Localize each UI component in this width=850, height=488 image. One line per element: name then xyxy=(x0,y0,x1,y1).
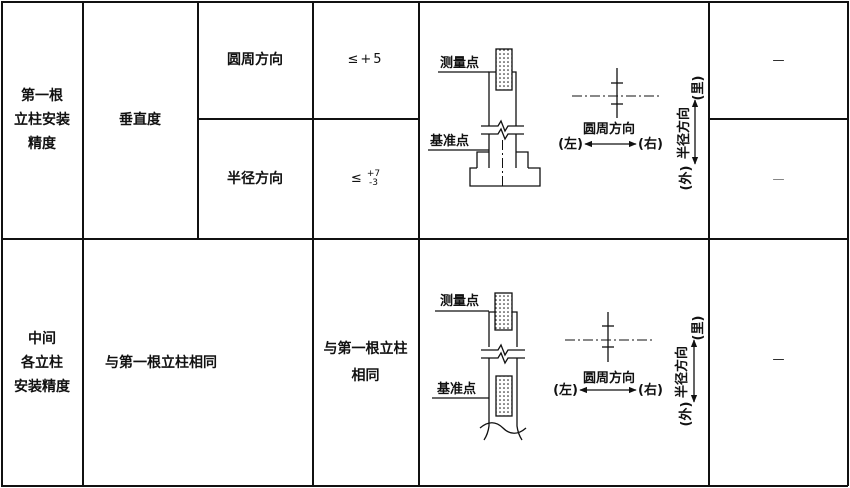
column-lower xyxy=(488,134,517,168)
remark-dash: — xyxy=(772,53,785,67)
diagram-first-column: 测量点 基准点 圆周方向 (左) (右) 半径方向 (里) (外) xyxy=(428,48,706,191)
column-cut-wave xyxy=(479,422,527,434)
grid-line-col4 xyxy=(418,1,420,486)
circumferential-tolerance-text: ≤+5 xyxy=(347,52,384,67)
circumferential-label: 圆周方向 xyxy=(583,370,635,386)
break-line-bottom xyxy=(481,127,524,141)
row2-category-line: 安装精度 xyxy=(14,378,70,395)
row2-tolerance-line: 相同 xyxy=(351,367,380,384)
row2-category-line: 各立柱 xyxy=(21,354,63,371)
row1-category-line: 立柱安装 xyxy=(14,112,70,128)
row1-item: 垂直度 xyxy=(83,2,197,238)
row1-radial-remark: — xyxy=(709,119,848,238)
measuring-point-label: 测量点 xyxy=(440,55,479,71)
table-border-left xyxy=(1,1,3,486)
circumferential-label: 圆周方向 xyxy=(583,121,635,137)
row2-item: 与第一根立柱相同 xyxy=(83,239,312,486)
row2-item-text: 与第一根立柱相同 xyxy=(105,354,217,371)
radial-tolerance-upper: +7 xyxy=(366,168,381,179)
break-line-top xyxy=(481,343,525,357)
radial-label: 半径方向 xyxy=(674,346,690,398)
row2-remark: — xyxy=(709,239,848,479)
outer-label: (外) xyxy=(678,166,694,191)
column-upper xyxy=(488,311,518,347)
row1-radial-tolerance: ≤ +7 -3 xyxy=(313,119,418,238)
row1-circumferential-remark: — xyxy=(709,2,848,118)
radial-tolerance-stack: +7 -3 xyxy=(366,168,381,188)
left-label: (左) xyxy=(558,136,583,152)
grid-line-col5 xyxy=(708,1,710,486)
row1-circumferential-direction: 圆周方向 xyxy=(198,2,312,118)
row2-category-line: 中间 xyxy=(28,330,56,347)
radial-direction-text: 半径方向 xyxy=(227,170,283,187)
table-border-top xyxy=(1,1,848,3)
measuring-block xyxy=(494,292,513,331)
column-upper xyxy=(488,71,517,126)
break-line-top xyxy=(481,119,524,133)
row1-category-line: 精度 xyxy=(28,136,56,152)
remark-dash: — xyxy=(772,171,785,186)
row1-category-line: 第一根 xyxy=(21,88,63,104)
row1-radial-direction: 半径方向 xyxy=(198,119,312,238)
base-pedestal xyxy=(469,151,541,187)
diagram-middle-columns: 测量点 基准点 圆周方向 (左) (右) 半径方向 (里) (外) xyxy=(432,292,706,441)
grid-line-row-divider xyxy=(1,238,848,240)
row1-category: 第一根 立柱安装 精度 xyxy=(2,2,82,238)
radial-tolerance-lower: -3 xyxy=(368,177,378,188)
inner-label: (里) xyxy=(691,316,706,341)
circumferential-direction-text: 圆周方向 xyxy=(227,52,283,68)
right-label: (右) xyxy=(638,382,663,398)
table-border-bottom xyxy=(1,485,848,487)
reference-point-label: 基准点 xyxy=(436,381,476,397)
measuring-point-label: 测量点 xyxy=(440,293,479,309)
radial-label: 半径方向 xyxy=(676,107,692,159)
row2-tolerance: 与第一根立柱 相同 xyxy=(313,239,418,486)
outer-label: (外) xyxy=(678,402,694,427)
break-line-bottom xyxy=(481,351,525,365)
remark-dash: — xyxy=(772,352,785,366)
row1-circumferential-tolerance: ≤+5 xyxy=(313,2,418,118)
measuring-block xyxy=(495,48,513,91)
inner-label: (里) xyxy=(691,76,706,101)
grid-line-subrow-mid xyxy=(197,118,418,120)
row2-tolerance-line: 与第一根立柱 xyxy=(323,340,408,357)
grid-line-col3 xyxy=(312,1,314,486)
grid-line-col2 xyxy=(197,1,199,238)
left-label: (左) xyxy=(553,382,578,398)
reference-block xyxy=(495,375,513,417)
right-label: (右) xyxy=(638,136,663,152)
grid-line-subrow-remark xyxy=(708,118,848,120)
row1-item-text: 垂直度 xyxy=(119,112,161,128)
radial-tolerance-symbol: ≤ xyxy=(350,170,364,186)
grid-line-col1 xyxy=(82,1,84,486)
reference-point-label: 基准点 xyxy=(429,133,469,149)
table-border-right xyxy=(847,1,849,486)
row2-category: 中间 各立柱 安装精度 xyxy=(2,239,82,486)
